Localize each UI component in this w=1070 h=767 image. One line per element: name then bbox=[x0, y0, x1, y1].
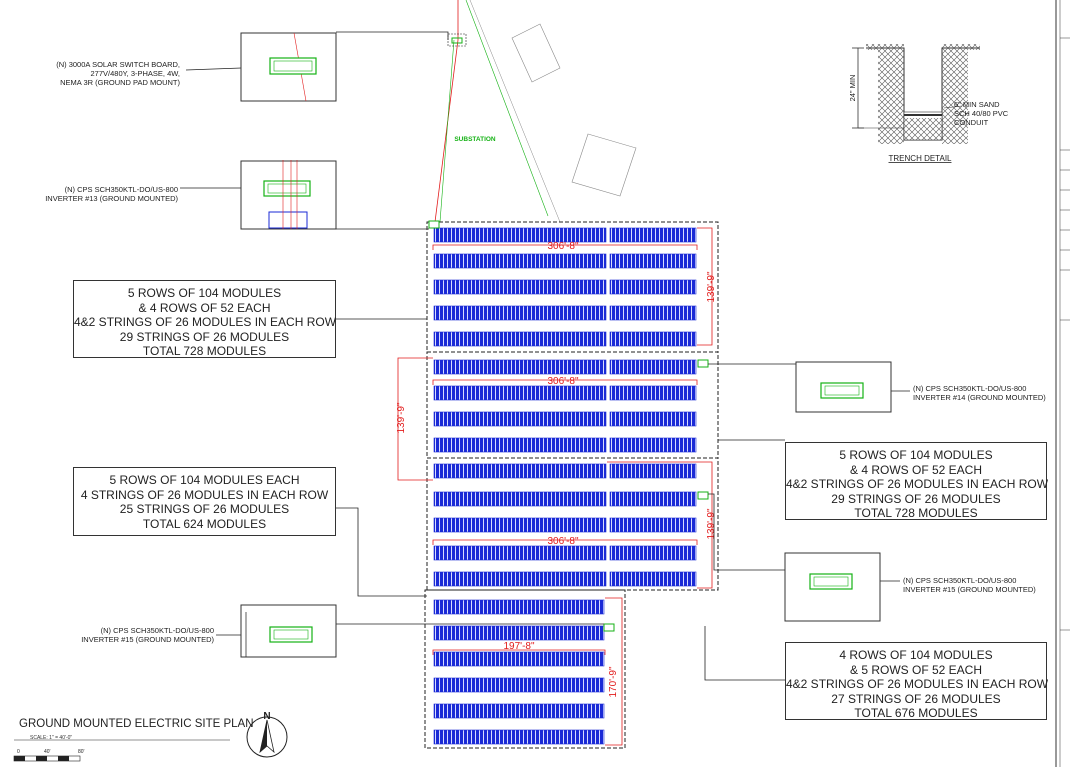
pv-row bbox=[609, 227, 697, 243]
array-inverter-pads bbox=[428, 220, 709, 632]
pv-row bbox=[609, 359, 697, 375]
array-outlines bbox=[424, 221, 719, 749]
pv-row bbox=[433, 411, 607, 427]
pv-row bbox=[433, 545, 607, 561]
array-note-block4: 4 ROWS OF 104 MODULES& 5 ROWS OF 52 EACH… bbox=[785, 642, 1048, 720]
dim-array3-height: 139'-9" bbox=[706, 508, 717, 539]
switchboard-callout: (N) 3000A SOLAR SWITCH BOARD,277V/480Y, … bbox=[56, 60, 180, 87]
scale-80: 80' bbox=[78, 749, 85, 755]
pv-row bbox=[433, 625, 605, 641]
pv-row bbox=[609, 279, 697, 295]
pv-row bbox=[433, 599, 605, 615]
pv-row bbox=[609, 491, 697, 507]
equipment-details bbox=[240, 32, 892, 658]
pv-row bbox=[609, 463, 697, 479]
pv-row bbox=[433, 331, 607, 347]
pv-row bbox=[609, 437, 697, 453]
pv-row bbox=[609, 385, 697, 401]
north-label: N bbox=[263, 711, 270, 722]
pv-row bbox=[433, 491, 607, 507]
dim-array4-width: 197'-8" bbox=[503, 641, 534, 652]
pv-row bbox=[433, 571, 607, 587]
dim-array4-height: 170'-9" bbox=[608, 666, 619, 697]
scale-bar bbox=[13, 739, 230, 762]
pv-row bbox=[433, 305, 607, 321]
title-block-frame bbox=[1055, 0, 1070, 767]
leader-lines bbox=[336, 31, 796, 681]
dim-array2-width: 306'-8" bbox=[547, 376, 578, 387]
pv-row bbox=[433, 463, 607, 479]
pv-row bbox=[609, 305, 697, 321]
scale-40: 40' bbox=[44, 749, 51, 755]
substation-area bbox=[434, 0, 637, 223]
pv-module-rows bbox=[433, 227, 697, 745]
trench-detail bbox=[852, 44, 980, 144]
plan-scale-text: SCALE: 1" = 40'-0" bbox=[30, 735, 73, 741]
pv-row bbox=[433, 651, 605, 667]
dimension-labels: 306'-8" 139'-9" 306'-8" 139'-9" 306'-8" … bbox=[396, 241, 717, 698]
dim-array3-width: 306'-8" bbox=[547, 536, 578, 547]
pv-row bbox=[433, 677, 605, 693]
array-note-block1: 5 ROWS OF 104 MODULES& 4 ROWS OF 52 EACH… bbox=[73, 280, 336, 358]
pv-row bbox=[433, 517, 607, 533]
trench-callout: 6" MIN SAND SCH 40/80 PVC CONDUIT bbox=[954, 100, 1009, 127]
substation-label: SUBSTATION bbox=[454, 136, 496, 143]
pv-row bbox=[609, 545, 697, 561]
plan-title: GROUND MOUNTED ELECTRIC SITE PLAN bbox=[19, 718, 254, 730]
array-note-block2: 5 ROWS OF 104 MODULES& 4 ROWS OF 52 EACH… bbox=[785, 442, 1048, 520]
pv-row bbox=[433, 253, 607, 269]
pv-row bbox=[609, 331, 697, 347]
pv-row bbox=[433, 279, 607, 295]
pv-row bbox=[433, 359, 607, 375]
pv-row bbox=[433, 437, 607, 453]
pv-row bbox=[609, 517, 697, 533]
pv-row bbox=[433, 227, 607, 243]
trench-depth-label: 24" MIN bbox=[848, 75, 857, 102]
pv-row bbox=[433, 729, 605, 745]
dim-array1-width: 306'-8" bbox=[547, 241, 578, 252]
dim-array2-height: 139'-9" bbox=[396, 402, 407, 433]
pv-row bbox=[433, 703, 605, 719]
pv-row bbox=[609, 253, 697, 269]
dimension-lines bbox=[397, 227, 713, 746]
pv-row bbox=[433, 385, 607, 401]
scale-0: 0 bbox=[17, 749, 20, 755]
pv-row bbox=[609, 571, 697, 587]
pv-row bbox=[609, 411, 697, 427]
dim-array1-height: 139'-9" bbox=[706, 271, 717, 302]
north-arrow-icon bbox=[246, 716, 288, 758]
trench-detail-title: TRENCH DETAIL bbox=[889, 154, 953, 163]
